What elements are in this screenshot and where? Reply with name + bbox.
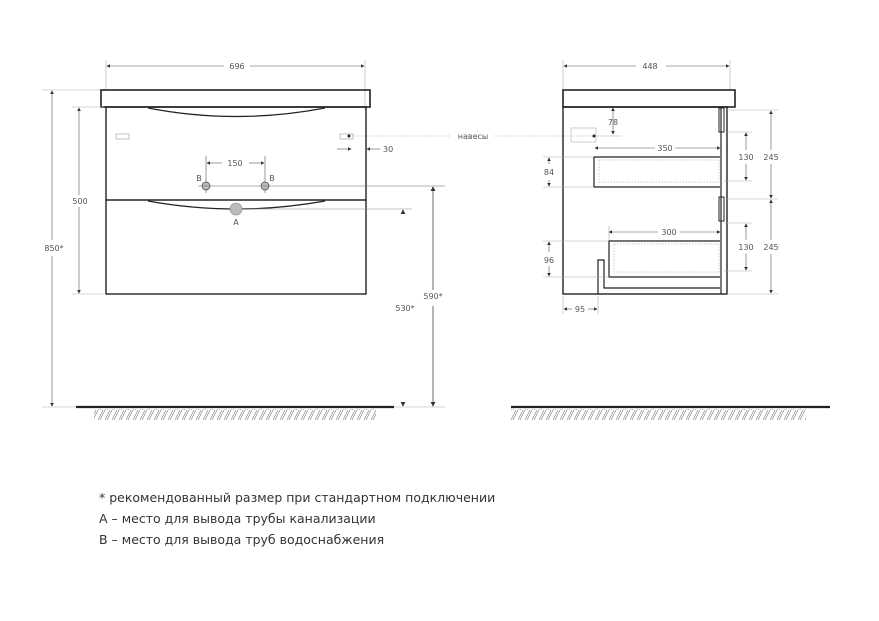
side-view: 448 78 350 84 130 [511, 60, 830, 420]
drain-height-dimension: 530* [395, 304, 414, 313]
upper-drawer-depth-dimension: 350 [657, 144, 672, 153]
upper-section-dimension: 245 [763, 153, 778, 162]
label-b-right: B [269, 174, 275, 183]
label-a: A [233, 218, 239, 227]
back-offset-dimension: 95 [575, 305, 585, 314]
lower-drawer-depth-dimension: 300 [661, 228, 676, 237]
floor-hatch-front [94, 409, 376, 420]
hinge-offset-dimension: 30 [383, 145, 393, 154]
note-drain-a: А – место для вывода трубы канализации [99, 511, 376, 526]
body-height-dimension: 500 [72, 197, 87, 206]
front-view: 696 навесы 30 150 B B [42, 60, 595, 420]
label-b-left: B [196, 174, 202, 183]
note-water-b: В – место для вывода труб водоснабжения [99, 532, 385, 547]
hinge-left [115, 133, 130, 140]
lower-drawer-offset-dimension: 96 [544, 256, 554, 265]
pipe-channel [597, 259, 720, 294]
upper-drawer-height-dimension: 130 [738, 153, 753, 162]
hinge-right [339, 133, 354, 140]
side-hinge [570, 127, 597, 143]
upper-drawer-offset-dimension: 84 [544, 168, 554, 177]
inlet-height-dimension: 590* [423, 292, 442, 301]
hinges-label: навесы [458, 132, 488, 141]
legend-notes: * рекомендованный размер при стандартном… [99, 487, 495, 550]
drain-outlet-a [229, 202, 243, 216]
lower-drawer-height-dimension: 130 [738, 243, 753, 252]
top-gap-dimension: 78 [608, 118, 618, 127]
lower-drawer [608, 240, 720, 278]
total-height-dimension: 850* [44, 244, 63, 253]
side-cabinet-body [562, 106, 728, 295]
countertop [100, 89, 371, 108]
width-dimension: 696 [229, 62, 244, 71]
floor-hatch-side [511, 409, 806, 420]
depth-dimension: 448 [642, 62, 657, 71]
side-countertop [562, 89, 736, 108]
pipe-spacing-dimension: 150 [227, 159, 242, 168]
lower-section-dimension: 245 [763, 243, 778, 252]
note-recommended-size: * рекомендованный размер при стандартном… [99, 490, 496, 505]
upper-drawer [593, 156, 720, 188]
upper-handle-curve [147, 107, 326, 118]
